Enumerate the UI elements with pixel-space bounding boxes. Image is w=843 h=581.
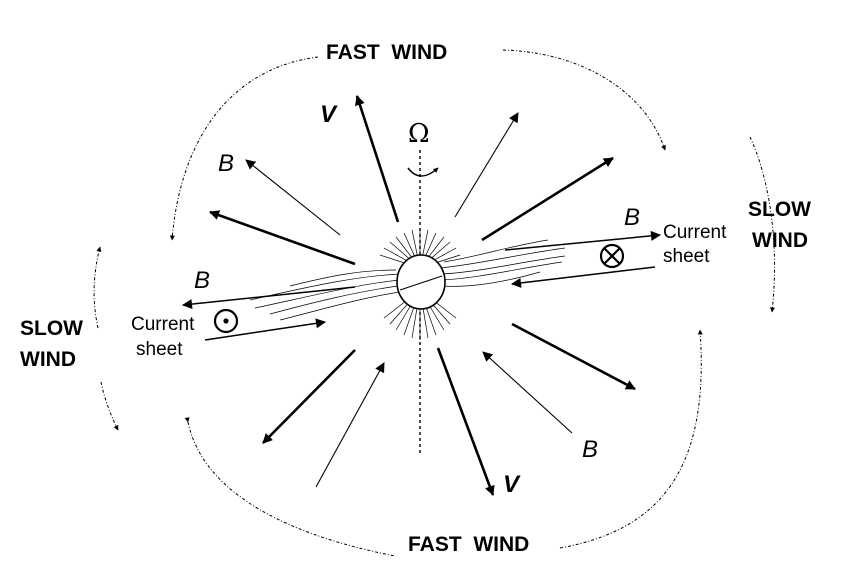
slow-wind-right-label-2: WIND — [752, 229, 808, 252]
current-sheet-right-label-2: sheet — [663, 246, 710, 267]
field-arrow — [245, 159, 341, 236]
coronal-field-lines — [249, 228, 566, 340]
sun — [249, 228, 566, 340]
velocity-arrow — [262, 349, 356, 444]
flow-arc — [93, 246, 102, 329]
velocity-arrow — [481, 156, 614, 242]
field-arrow — [315, 362, 385, 488]
current-sheet-arrow-right-lower — [511, 266, 656, 288]
field-arrow — [482, 351, 573, 434]
velocity-label-bottom: V — [503, 471, 521, 498]
flow-arc — [749, 136, 776, 313]
current-sheet-arrow-left-upper — [182, 286, 356, 310]
velocity-arrow — [436, 347, 495, 496]
current-sheet-left-label-2: sheet — [136, 339, 183, 360]
velocity-arrow — [209, 210, 356, 266]
field-label-left: B — [194, 267, 210, 294]
flow-arc — [502, 49, 666, 151]
velocity-arrow — [511, 322, 636, 391]
field-label-right: B — [624, 204, 640, 231]
current-sheet-left-label-1: Current — [131, 314, 195, 335]
flow-arc — [169, 56, 319, 241]
field-arrows — [245, 112, 573, 488]
flow-arc — [559, 329, 703, 549]
current-sheet-arrow-right-upper — [504, 230, 661, 251]
fast-wind-bottom-label: FAST WIND — [408, 533, 529, 556]
velocity-arrow — [355, 95, 400, 223]
field-arrow — [454, 112, 519, 218]
out-of-page-icon — [213, 308, 239, 334]
slow-wind-left-label-2: WIND — [20, 348, 76, 371]
flow-arc — [100, 381, 119, 431]
current-sheet-arrow-left-lower — [204, 318, 326, 341]
rotation-arrow-icon — [407, 167, 439, 177]
current-sheet-right-label-1: Current — [663, 222, 727, 243]
omega-label: Ω — [408, 119, 430, 149]
sun-disk — [396, 254, 446, 310]
field-label-upper-left: B — [218, 150, 234, 177]
velocity-arrows — [209, 95, 636, 496]
slow-wind-left-label-1: SLOW — [20, 317, 83, 340]
flow-arc — [184, 417, 396, 557]
flow-arcs — [93, 49, 776, 557]
slow-wind-right-label-1: SLOW — [748, 198, 811, 221]
velocity-label-top: V — [320, 101, 338, 128]
into-page-icon — [599, 243, 625, 269]
fast-wind-top-label: FAST WIND — [326, 41, 447, 64]
field-label-lower-right: B — [582, 436, 598, 463]
